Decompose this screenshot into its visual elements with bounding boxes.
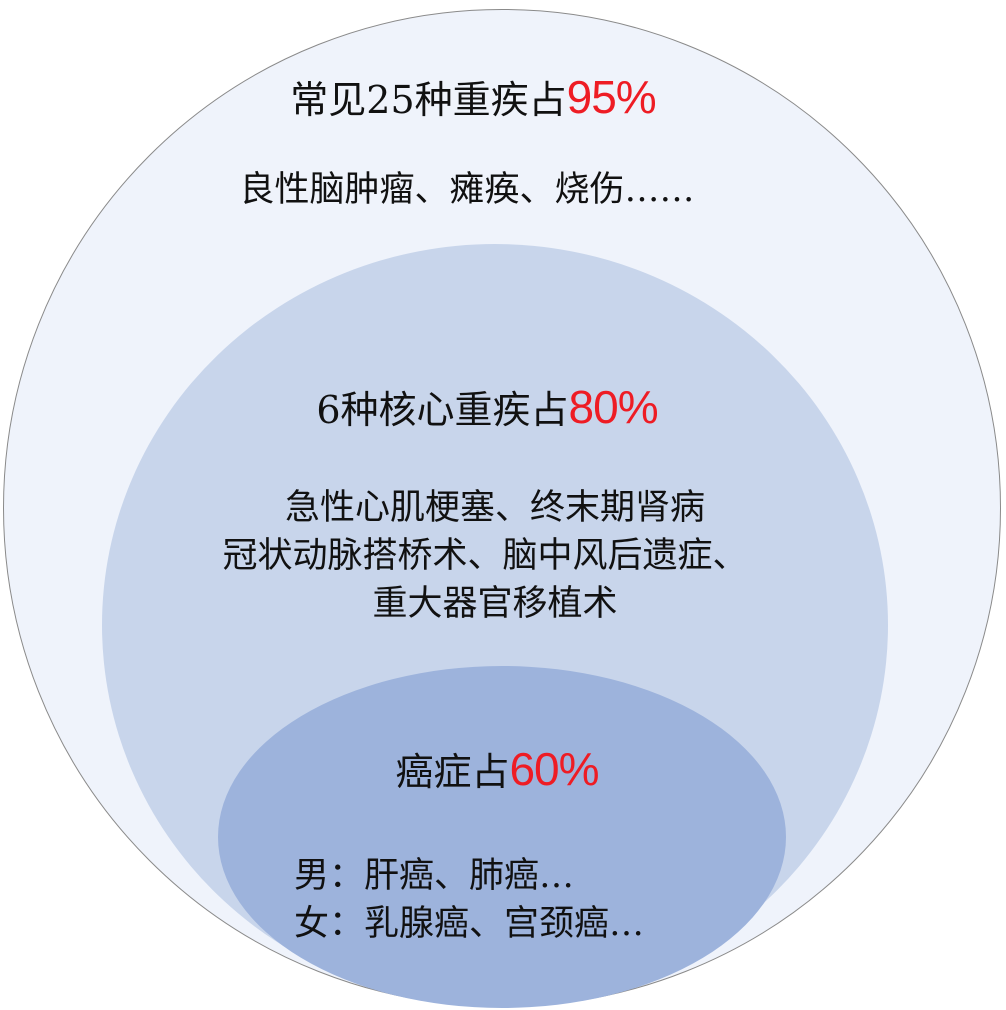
middle-example-line-2: 冠状动脉搭桥术、脑中风后遗症、 xyxy=(222,536,748,576)
inner-heading-text: 癌症占 xyxy=(395,750,510,794)
inner-example-female: 女：乳腺癌、宫颈癌… xyxy=(294,904,645,944)
inner-heading: 癌症占60% xyxy=(0,746,1000,795)
outer-percent: 95% xyxy=(566,71,657,123)
outer-heading: 常见25种重疾占95% xyxy=(0,74,976,123)
middle-example-line-3: 重大器官移植术 xyxy=(372,584,618,624)
inner-example-male: 男：肝癌、肺癌… xyxy=(294,856,575,896)
middle-heading: 6种核心重疾占80% xyxy=(0,384,990,433)
outer-heading-text: 常见25种重疾占 xyxy=(290,78,567,122)
inner-percent: 60% xyxy=(509,743,599,795)
outer-examples: 良性脑肿瘤、瘫痪、烧伤…… xyxy=(239,170,695,210)
inner-ellipse-cancer xyxy=(218,666,786,1008)
middle-example-line-1: 急性心肌梗塞、终末期肾病 xyxy=(284,488,705,528)
middle-heading-text: 6种核心重疾占 xyxy=(316,388,569,432)
middle-percent: 80% xyxy=(568,381,659,433)
